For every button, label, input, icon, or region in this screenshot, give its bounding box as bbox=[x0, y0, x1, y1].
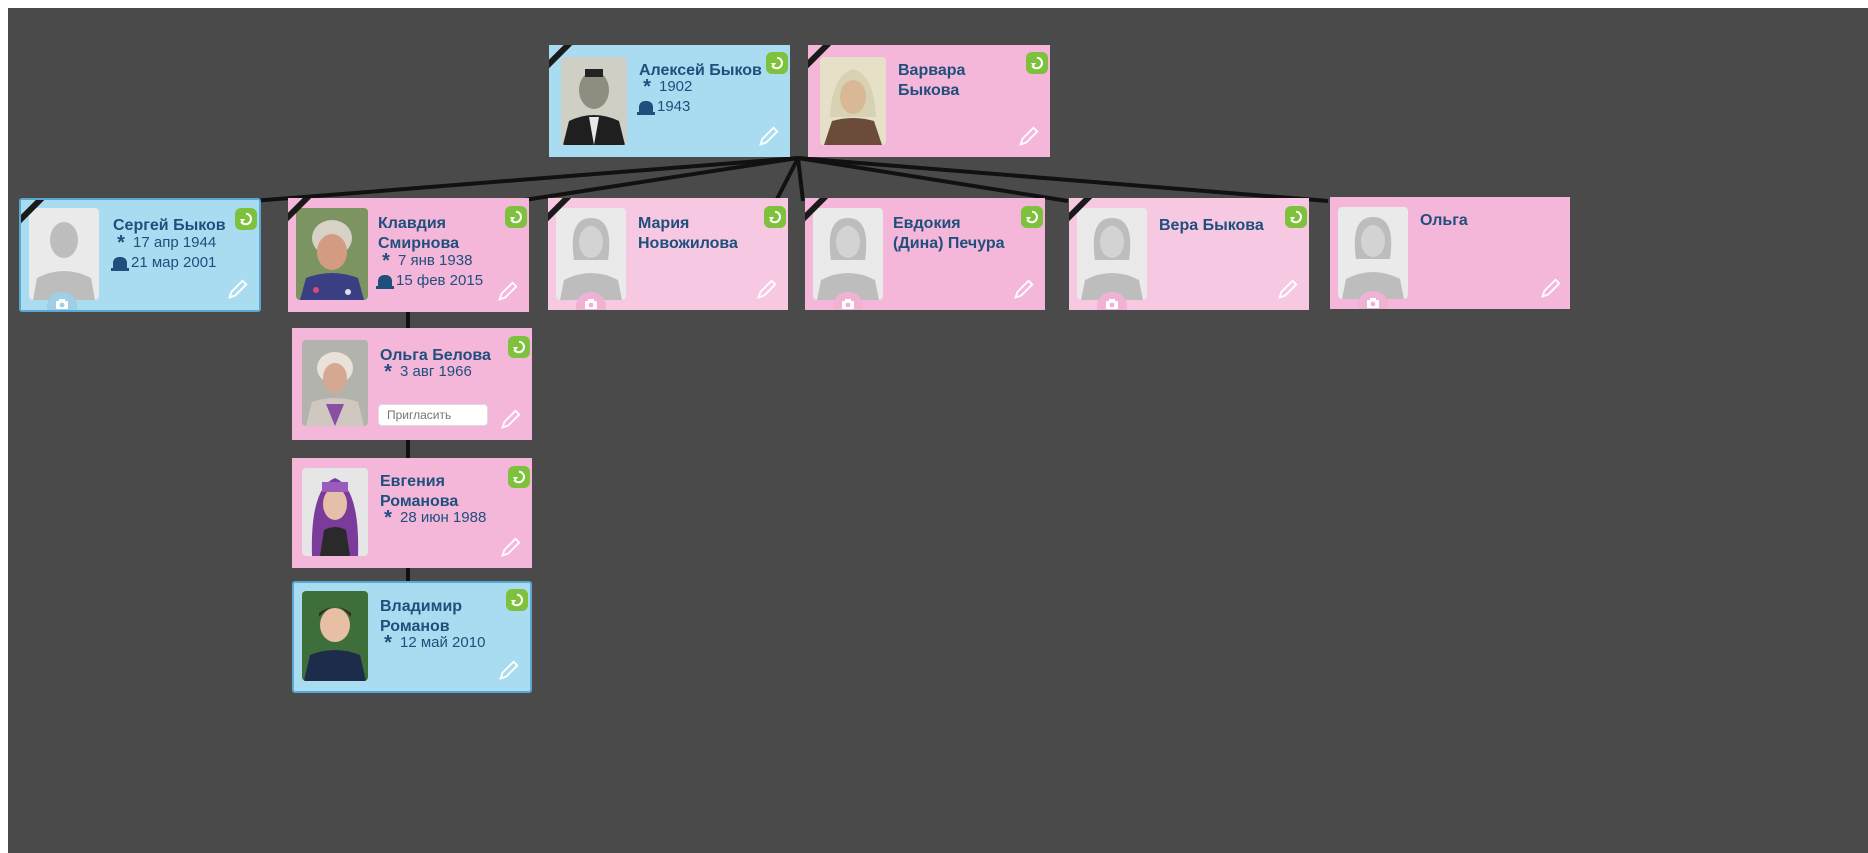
death-date: 15 фев 2015 bbox=[396, 272, 484, 289]
person-card-olga[interactable]: Ольга bbox=[1330, 197, 1570, 309]
person-name: Владимир Романов bbox=[380, 598, 463, 635]
avatar-placeholder-male bbox=[29, 208, 99, 300]
tombstone-icon bbox=[111, 257, 129, 271]
refresh-icon[interactable] bbox=[1021, 206, 1043, 228]
person-name: Мария Новожилова bbox=[638, 215, 738, 252]
pencil-icon[interactable] bbox=[754, 278, 780, 304]
person-photo bbox=[302, 340, 368, 426]
pencil-icon[interactable] bbox=[496, 659, 522, 685]
refresh-icon[interactable] bbox=[1285, 206, 1307, 228]
birth-date: 28 июн 1988 bbox=[400, 509, 487, 526]
pencil-icon[interactable] bbox=[1016, 125, 1042, 151]
birth-date: 12 май 2010 bbox=[400, 634, 486, 651]
camera-icon[interactable] bbox=[833, 292, 863, 310]
birth-date: 3 авг 1966 bbox=[400, 363, 472, 380]
person-name: Евдокия (Дина) Печура bbox=[893, 215, 1005, 252]
pencil-icon[interactable] bbox=[1011, 278, 1037, 304]
pencil-icon[interactable] bbox=[1538, 277, 1564, 303]
person-card-evdokiya-pechura[interactable]: Евдокия (Дина) Печура bbox=[805, 198, 1045, 310]
avatar-placeholder-female bbox=[1338, 207, 1408, 299]
avatar-placeholder-female bbox=[556, 208, 626, 300]
person-photo bbox=[296, 208, 368, 300]
tree-connection-lines bbox=[252, 156, 1329, 583]
birth-date: 17 апр 1944 bbox=[133, 234, 217, 251]
person-card-klavdiya-smirnova[interactable]: Клавдия Смирнова * 7 янв 1938 15 фев 2015 bbox=[288, 198, 529, 312]
refresh-icon[interactable] bbox=[506, 589, 528, 611]
star-icon: * bbox=[384, 507, 392, 529]
person-card-sergey-bykov[interactable]: Сергей Быков * 17 апр 1944 21 мар 2001 bbox=[19, 198, 261, 312]
refresh-icon[interactable] bbox=[764, 206, 786, 228]
person-name: Вера Быкова bbox=[1159, 217, 1264, 234]
birth-date: 1902 bbox=[659, 78, 693, 95]
person-name: Ольга bbox=[1420, 212, 1468, 229]
star-icon: * bbox=[384, 361, 392, 383]
person-name: Ольга Белова bbox=[380, 347, 491, 364]
person-dates: * 12 май 2010 bbox=[380, 633, 485, 653]
invite-input[interactable] bbox=[378, 404, 488, 426]
death-date: 1943 bbox=[657, 98, 691, 115]
person-photo bbox=[302, 468, 368, 556]
camera-icon[interactable] bbox=[1097, 292, 1127, 310]
star-icon: * bbox=[643, 76, 651, 98]
camera-icon[interactable] bbox=[1358, 291, 1388, 309]
refresh-icon[interactable] bbox=[505, 206, 527, 228]
person-photo bbox=[302, 591, 368, 681]
death-date: 21 мар 2001 bbox=[131, 254, 217, 271]
tombstone-icon bbox=[637, 101, 655, 115]
pencil-icon[interactable] bbox=[756, 125, 782, 151]
person-photo bbox=[561, 57, 627, 145]
person-card-vera-bykova[interactable]: Вера Быкова bbox=[1069, 198, 1309, 310]
star-icon: * bbox=[117, 232, 125, 254]
person-card-varvara-bykova[interactable]: Варвара Быкова bbox=[808, 45, 1050, 157]
person-name: Алексей Быков bbox=[639, 62, 762, 79]
refresh-icon[interactable] bbox=[1026, 52, 1048, 74]
pencil-icon[interactable] bbox=[498, 536, 524, 562]
tombstone-icon bbox=[376, 275, 394, 289]
person-name: Евгения Романова bbox=[380, 473, 459, 510]
refresh-icon[interactable] bbox=[508, 466, 530, 488]
person-name: Сергей Быков bbox=[113, 217, 226, 234]
person-card-mariya-novozhilova[interactable]: Мария Новожилова bbox=[548, 198, 788, 310]
camera-icon[interactable] bbox=[47, 292, 77, 310]
person-dates: * 3 авг 1966 bbox=[380, 362, 472, 382]
birth-date: 7 янв 1938 bbox=[398, 252, 473, 269]
pencil-icon[interactable] bbox=[495, 280, 521, 306]
pencil-icon[interactable] bbox=[1275, 278, 1301, 304]
refresh-icon[interactable] bbox=[766, 52, 788, 74]
person-dates: * 28 июн 1988 bbox=[380, 508, 486, 528]
person-dates: * 1902 1943 bbox=[637, 76, 693, 117]
person-card-evgeniya-romanova[interactable]: Евгения Романова * 28 июн 1988 bbox=[292, 458, 532, 568]
person-name: Варвара Быкова bbox=[898, 62, 966, 99]
person-card-vladimir-romanov[interactable]: Владимир Романов * 12 май 2010 bbox=[292, 581, 532, 693]
family-tree-canvas[interactable]: Алексей Быков * 1902 1943 Варвара Быкова bbox=[8, 8, 1868, 853]
pencil-icon[interactable] bbox=[225, 278, 251, 304]
avatar-placeholder-female bbox=[1077, 208, 1147, 300]
person-name: Клавдия Смирнова bbox=[378, 215, 459, 252]
refresh-icon[interactable] bbox=[235, 208, 257, 230]
avatar-placeholder-female bbox=[813, 208, 883, 300]
person-photo bbox=[820, 57, 886, 145]
person-dates: * 17 апр 1944 21 мар 2001 bbox=[111, 232, 217, 273]
person-card-aleksey-bykov[interactable]: Алексей Быков * 1902 1943 bbox=[549, 45, 790, 157]
pencil-icon[interactable] bbox=[498, 408, 524, 434]
camera-icon[interactable] bbox=[576, 292, 606, 310]
person-card-olga-belova[interactable]: Ольга Белова * 3 авг 1966 bbox=[292, 328, 532, 440]
refresh-icon[interactable] bbox=[508, 336, 530, 358]
star-icon: * bbox=[382, 250, 390, 272]
star-icon: * bbox=[384, 632, 392, 654]
person-dates: * 7 янв 1938 15 фев 2015 bbox=[376, 250, 484, 291]
